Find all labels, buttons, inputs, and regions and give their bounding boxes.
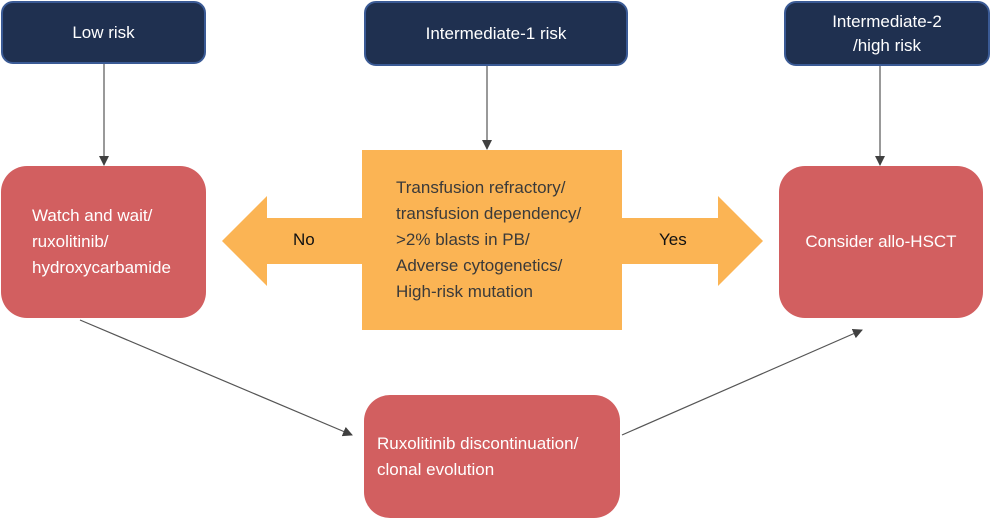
- yes-label: Yes: [659, 230, 687, 249]
- discontinuation-box: Ruxolitinib discontinuation/ clonal evol…: [364, 395, 620, 518]
- low-risk-label: Low risk: [72, 22, 135, 42]
- watch-line: ruxolitinib/: [32, 232, 109, 251]
- criteria-line: transfusion dependency/: [396, 204, 582, 223]
- allo-hsct-box: Consider allo-HSCT: [779, 166, 983, 318]
- criteria-box: Transfusion refractory/ transfusion depe…: [362, 150, 622, 330]
- allo-hsct-label: Consider allo-HSCT: [805, 232, 957, 251]
- low-risk-box: Low risk: [1, 1, 206, 64]
- no-label: No: [293, 230, 315, 249]
- intermediate-1-risk-box: Intermediate-1 risk: [364, 1, 628, 66]
- watch-line: Watch and wait/: [32, 206, 153, 225]
- discontinuation-line: clonal evolution: [377, 459, 495, 479]
- intermediate-2-risk-box: Intermediate-2 /high risk: [784, 1, 990, 66]
- yes-arrow: [620, 196, 763, 286]
- intermediate-1-label: Intermediate-1 risk: [425, 23, 567, 43]
- arrow-watch-to-discontinuation: [79, 319, 353, 437]
- arrow-discontinuation-to-hsct: [621, 329, 863, 436]
- no-arrow: [222, 196, 364, 286]
- criteria-line: Adverse cytogenetics/: [396, 256, 563, 275]
- criteria-line: High-risk mutation: [396, 282, 533, 301]
- discontinuation-line: Ruxolitinib discontinuation/: [377, 433, 579, 453]
- criteria-line: >2% blasts in PB/: [396, 230, 530, 249]
- watch-line: hydroxycarbamide: [32, 258, 171, 277]
- watch-and-wait-box: Watch and wait/ ruxolitinib/ hydroxycarb…: [1, 166, 206, 318]
- criteria-line: Transfusion refractory/: [396, 178, 566, 197]
- intermediate-2-label-line2: /high risk: [852, 35, 922, 55]
- intermediate-2-label-line1: Intermediate-2: [832, 11, 942, 31]
